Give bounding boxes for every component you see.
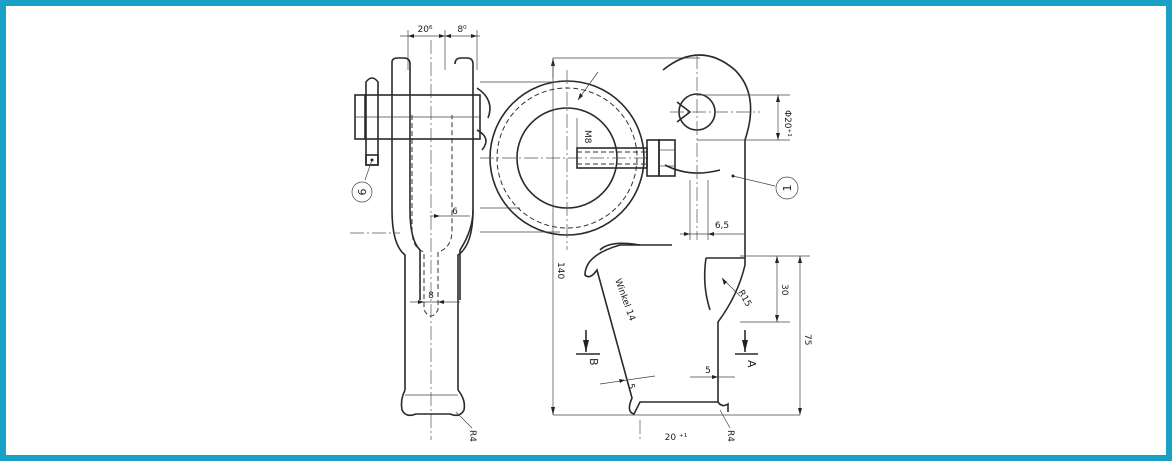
dim-6: 6	[452, 207, 458, 217]
dim-r4-right: R4	[725, 430, 735, 442]
dim-8: 8	[428, 291, 434, 301]
dim-5: 5	[705, 366, 711, 376]
clevis-side-view: 6 6 8 R4 20⁶ 8⁰	[350, 25, 491, 442]
dim-75: 75	[802, 334, 812, 345]
dim-30: 30	[779, 284, 789, 296]
dim-width-20: 20⁶	[417, 25, 432, 35]
ring-view: M8	[480, 58, 676, 250]
dim-width-8: 8⁰	[457, 25, 467, 35]
item-1-label: 1	[781, 185, 794, 192]
item-6-label: 6	[356, 189, 369, 196]
hook-body-view: Φ20⁺¹ 6,5 140 30 75 R15	[551, 54, 812, 443]
dim-phi-20: Φ20⁺¹	[782, 110, 792, 137]
dim-140: 140	[555, 262, 565, 279]
slope-label: Winkel 14	[612, 278, 637, 323]
item-6-balloon	[351, 181, 373, 203]
dim-r15: R15	[735, 289, 753, 309]
dim-r4-left: R4	[467, 430, 477, 442]
dim-6-5: 6,5	[715, 221, 729, 231]
dim-5-slope: 5	[625, 383, 636, 390]
item-1-balloon	[775, 176, 799, 200]
dim-m8: M8	[582, 130, 592, 144]
dim-20-bottom: 20 ⁺¹	[665, 433, 688, 443]
section-a-label: A	[745, 360, 758, 368]
section-b-label: B	[587, 358, 600, 366]
